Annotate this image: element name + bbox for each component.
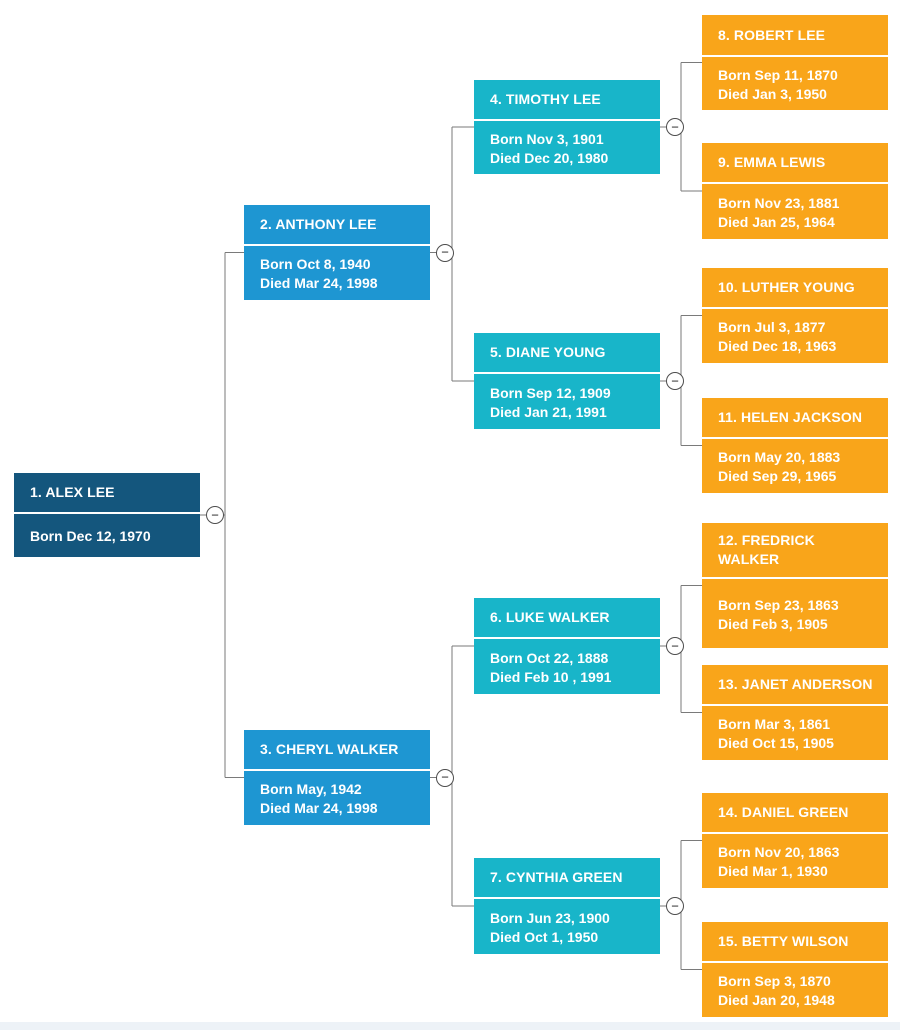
person-name: 14. DANIEL GREEN: [702, 793, 888, 834]
born-date: Born Mar 3, 1861: [718, 716, 831, 732]
minus-icon: −: [671, 119, 679, 134]
person-name: 2. ANTHONY LEE: [244, 205, 430, 246]
born-date: Born Jul 3, 1877: [718, 319, 826, 335]
born-date: Born Dec 12, 1970: [30, 528, 151, 544]
born-date: Born Sep 11, 1870: [718, 66, 838, 83]
born-date: Born Sep 12, 1909: [490, 384, 611, 401]
collapse-toggle[interactable]: −: [666, 897, 684, 915]
collapse-toggle[interactable]: −: [436, 768, 454, 787]
collapse-toggle[interactable]: −: [666, 118, 684, 136]
died-date: Died Oct 1, 1950: [490, 928, 599, 945]
collapse-toggle[interactable]: −: [206, 506, 224, 524]
died-date: Died Jan 21, 1991: [490, 403, 607, 420]
minus-icon: −: [671, 373, 679, 388]
died-date: Died Dec 20, 1980: [490, 149, 609, 166]
died-date: Died Feb 3, 1905: [718, 615, 828, 632]
bottom-strip: [0, 1022, 900, 1030]
person-name: 8. ROBERT LEE: [702, 15, 888, 57]
person-dates: Born Dec 12, 1970: [14, 514, 200, 557]
born-date: Born Nov 23, 1881: [718, 194, 840, 211]
person-name: 12. FREDRICK WALKER: [702, 523, 888, 579]
born-date: Born Oct 8, 1940: [260, 256, 371, 272]
collapse-toggle[interactable]: −: [436, 243, 454, 262]
born-date: Born Oct 22, 1888: [490, 649, 609, 666]
person-name: 11. HELEN JACKSON: [702, 398, 888, 439]
born-date: Born Sep 3, 1870: [718, 973, 831, 989]
died-date: Died Mar 1, 1930: [718, 863, 828, 879]
collapse-toggle[interactable]: −: [666, 637, 684, 655]
died-date: Died Oct 15, 1905: [718, 735, 834, 751]
collapse-toggle[interactable]: −: [666, 372, 684, 390]
died-date: Died Jan 20, 1948: [718, 992, 835, 1008]
died-date: Died Jan 25, 1964: [718, 213, 835, 230]
born-date: Born Jun 23, 1900: [490, 909, 610, 926]
person-name: 6. LUKE WALKER: [474, 598, 660, 639]
died-date: Died Dec 18, 1963: [718, 338, 837, 354]
person-name: 15. BETTY WILSON: [702, 922, 888, 963]
died-date: Died Mar 24, 1998: [260, 275, 378, 291]
died-date: Died Jan 3, 1950: [718, 85, 827, 102]
person-node-1[interactable]: 1. ALEX LEE Born Dec 12, 1970: [14, 473, 200, 557]
minus-icon: −: [441, 769, 449, 785]
died-date: Died Sep 29, 1965: [718, 468, 837, 484]
born-date: Born May, 1942: [260, 781, 362, 797]
person-name: 13. JANET ANDERSON: [702, 665, 888, 706]
born-date: Born May 20, 1883: [718, 449, 841, 465]
person-name: 3. CHERYL WALKER: [244, 730, 430, 771]
minus-icon: −: [441, 244, 449, 260]
born-date: Born Sep 23, 1863: [718, 596, 839, 613]
person-name: 4. TIMOTHY LEE: [474, 80, 660, 121]
minus-icon: −: [211, 507, 219, 522]
minus-icon: −: [671, 898, 679, 913]
born-date: Born Nov 3, 1901: [490, 130, 604, 147]
born-date: Born Nov 20, 1863: [718, 844, 840, 860]
died-date: Died Mar 24, 1998: [260, 800, 378, 816]
died-date: Died Feb 10 , 1991: [490, 668, 612, 685]
person-name: 10. LUTHER YOUNG: [702, 268, 888, 309]
minus-icon: −: [671, 638, 679, 653]
person-name: 7. CYNTHIA GREEN: [474, 858, 660, 899]
person-name: 9. EMMA LEWIS: [702, 143, 888, 184]
person-name: 5. DIANE YOUNG: [474, 333, 660, 374]
person-name: 1. ALEX LEE: [14, 473, 200, 514]
